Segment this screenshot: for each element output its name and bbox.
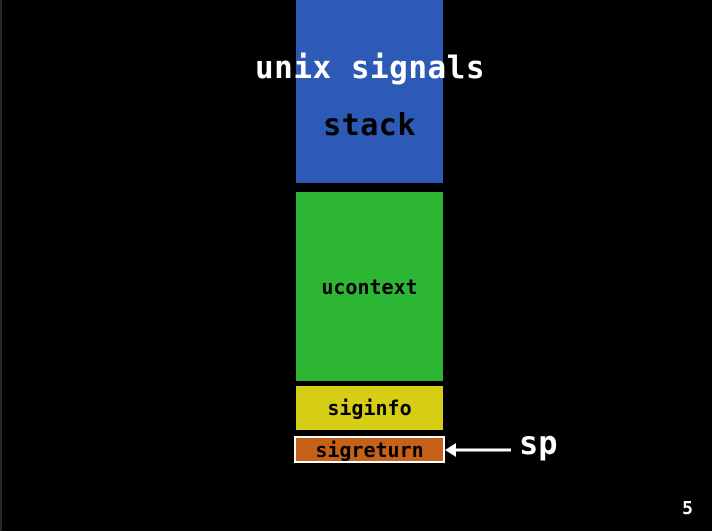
left-edge-divider [0,0,2,531]
left-arrow-icon [445,443,511,457]
siginfo-block: siginfo [296,386,443,430]
stack-label: stack [323,108,416,143]
ucontext-block: ucontext [296,192,443,381]
page-number: 5 [682,498,693,519]
ucontext-label: ucontext [321,274,418,299]
sigreturn-block: sigreturn [294,436,445,463]
stack-block: stack [296,0,443,183]
sigreturn-label: sigreturn [315,437,424,462]
siginfo-label: siginfo [327,396,412,420]
stack-pointer-label: sp [519,424,558,462]
slide-title: unix signals [255,50,485,86]
